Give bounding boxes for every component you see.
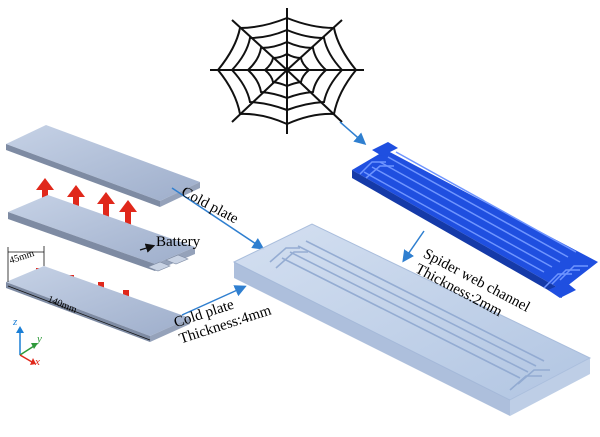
top-cold-plate <box>6 125 200 207</box>
spider-web-icon <box>210 8 364 134</box>
cold-plate-pointer-bottom <box>181 285 247 316</box>
cold-plate-pointer-top <box>171 187 265 250</box>
spider-web-channel <box>352 142 598 298</box>
coordinate-axes <box>16 326 38 365</box>
heat-flow-arrows-up <box>36 178 137 226</box>
axis-y-label: y <box>37 333 42 345</box>
channel-to-plate-pointer <box>402 230 425 263</box>
web-to-channel-pointer <box>339 121 367 145</box>
assembled-cold-plate <box>232 223 592 416</box>
dimension-lines <box>7 246 151 341</box>
axis-x-label: x <box>35 356 40 368</box>
battery-cell <box>8 195 195 272</box>
axis-z-label: z <box>13 316 18 328</box>
bottom-cold-plate <box>6 266 190 342</box>
battery-label: Battery <box>156 234 201 250</box>
battery-pointer <box>139 243 156 253</box>
